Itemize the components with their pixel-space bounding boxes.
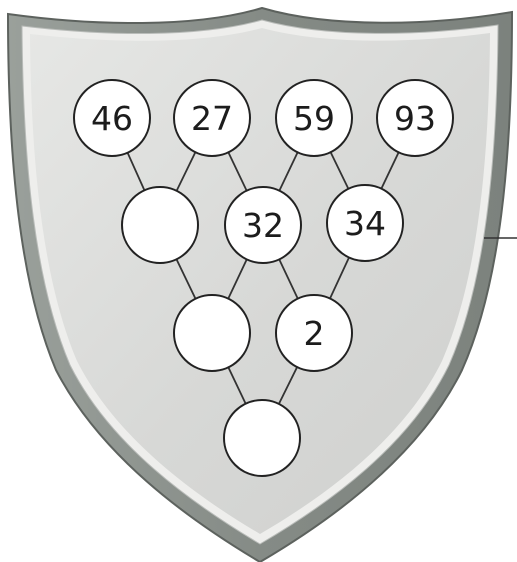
pyramid-node-r1c2: 34 xyxy=(327,185,403,261)
pyramid-node-r1c0[interactable] xyxy=(122,187,198,263)
pyramid-node-r0c1: 27 xyxy=(174,80,250,156)
pyramid-node-r2c0[interactable] xyxy=(174,295,250,371)
node-value: 46 xyxy=(91,99,133,138)
node-value: 93 xyxy=(394,99,436,138)
pyramid-node-r0c2: 59 xyxy=(276,80,352,156)
node-value: 32 xyxy=(242,206,284,245)
node-value: 27 xyxy=(191,99,233,138)
pyramid-node-r0c0: 46 xyxy=(74,80,150,156)
node-value: 34 xyxy=(344,204,386,243)
pyramid-node-r0c3: 93 xyxy=(377,80,453,156)
pyramid-node-r1c1: 32 xyxy=(225,187,301,263)
pyramid-node-r3c0[interactable] xyxy=(224,400,300,476)
node-value: 2 xyxy=(304,314,325,353)
pyramid-node-r2c1: 2 xyxy=(276,295,352,371)
node-value: 59 xyxy=(293,99,335,138)
